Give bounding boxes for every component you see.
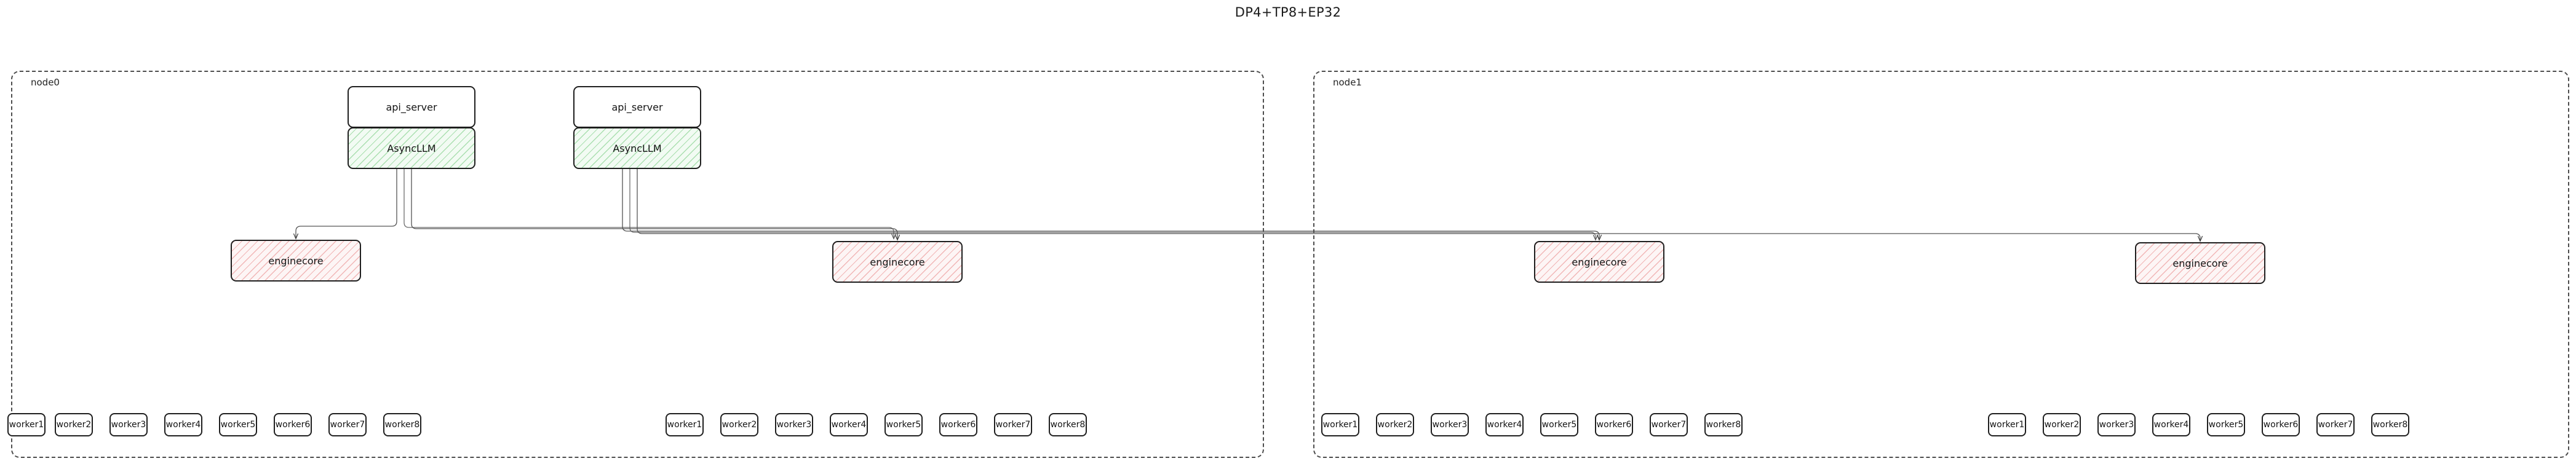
worker-box[interactable]: worker2 (55, 413, 93, 436)
worker-box[interactable]: worker5 (885, 413, 923, 436)
worker-label: worker6 (940, 420, 976, 430)
worker-label: worker3 (1432, 420, 1468, 430)
worker-label: worker3 (2099, 420, 2134, 430)
enginecore-box[interactable]: enginecore (832, 241, 963, 283)
worker-box[interactable]: worker1 (1321, 413, 1359, 436)
worker-box[interactable]: worker6 (274, 413, 312, 436)
enginecore-label: enginecore (870, 256, 925, 268)
worker-box[interactable]: worker6 (1595, 413, 1633, 436)
worker-label: worker6 (2263, 420, 2299, 430)
node-group-node1 (1313, 71, 2569, 458)
worker-box[interactable]: worker3 (775, 413, 813, 436)
worker-label: worker8 (384, 420, 420, 430)
worker-box[interactable]: worker4 (830, 413, 868, 436)
worker-label: worker5 (1541, 420, 1577, 430)
worker-box[interactable]: worker2 (720, 413, 758, 436)
worker-label: worker2 (722, 420, 757, 430)
worker-box[interactable]: worker3 (109, 413, 148, 436)
api-server-box[interactable]: api_server (573, 86, 701, 128)
worker-box[interactable]: worker5 (219, 413, 257, 436)
worker-label: worker1 (9, 420, 44, 430)
worker-box[interactable]: worker7 (994, 413, 1032, 436)
worker-box[interactable]: worker7 (1650, 413, 1688, 436)
worker-label: worker6 (275, 420, 311, 430)
worker-box[interactable]: worker4 (2152, 413, 2190, 436)
worker-box[interactable]: worker7 (2316, 413, 2355, 436)
node-label-node1: node1 (1333, 77, 1362, 88)
worker-label: worker3 (776, 420, 812, 430)
worker-label: worker8 (1050, 420, 1086, 430)
worker-label: worker2 (56, 420, 92, 430)
worker-box[interactable]: worker8 (2371, 413, 2409, 436)
worker-label: worker1 (667, 420, 702, 430)
worker-box[interactable]: worker3 (1431, 413, 1469, 436)
enginecore-label: enginecore (268, 254, 324, 267)
worker-box[interactable]: worker2 (2043, 413, 2081, 436)
api-server-box[interactable]: api_server (348, 86, 475, 128)
worker-label: worker1 (1989, 420, 2025, 430)
worker-label: worker5 (220, 420, 256, 430)
worker-label: worker6 (1596, 420, 1632, 430)
worker-label: worker8 (2372, 420, 2408, 430)
worker-label: worker7 (2318, 420, 2353, 430)
worker-box[interactable]: worker1 (666, 413, 704, 436)
enginecore-label: enginecore (2173, 257, 2228, 269)
worker-box[interactable]: worker2 (1376, 413, 1414, 436)
node-group-node0 (11, 71, 1264, 458)
asyncllm-box[interactable]: AsyncLLM (573, 127, 701, 169)
worker-box[interactable]: worker7 (328, 413, 367, 436)
worker-label: worker2 (2044, 420, 2080, 430)
worker-box[interactable]: worker8 (383, 413, 421, 436)
enginecore-label: enginecore (1572, 256, 1627, 268)
worker-label: worker1 (1322, 420, 1358, 430)
worker-label: worker7 (995, 420, 1031, 430)
worker-box[interactable]: worker1 (1988, 413, 2026, 436)
worker-box[interactable]: worker6 (939, 413, 977, 436)
page-title: DP4+TP8+EP32 (1234, 5, 1342, 20)
worker-label: worker3 (111, 420, 146, 430)
worker-label: worker4 (165, 420, 201, 430)
worker-box[interactable]: worker3 (2097, 413, 2136, 436)
worker-label: worker7 (1651, 420, 1687, 430)
worker-label: worker2 (1377, 420, 1413, 430)
worker-label: worker4 (831, 420, 867, 430)
enginecore-box[interactable]: enginecore (1534, 241, 1664, 283)
worker-label: worker4 (2153, 420, 2189, 430)
asyncllm-box[interactable]: AsyncLLM (348, 127, 475, 169)
worker-box[interactable]: worker1 (7, 413, 46, 436)
worker-box[interactable]: worker5 (2207, 413, 2245, 436)
node-label-node0: node0 (31, 77, 60, 88)
asyncllm-label: AsyncLLM (613, 142, 662, 154)
worker-label: worker8 (1706, 420, 1741, 430)
api-server-label: api_server (611, 101, 663, 113)
worker-label: worker7 (330, 420, 365, 430)
worker-box[interactable]: worker4 (164, 413, 202, 436)
enginecore-box[interactable]: enginecore (231, 240, 361, 282)
worker-box[interactable]: worker8 (1704, 413, 1743, 436)
enginecore-box[interactable]: enginecore (2135, 242, 2265, 284)
worker-box[interactable]: worker8 (1049, 413, 1087, 436)
worker-box[interactable]: worker6 (2262, 413, 2300, 436)
worker-box[interactable]: worker5 (1540, 413, 1578, 436)
worker-label: worker4 (1487, 420, 1522, 430)
api-server-label: api_server (386, 101, 437, 113)
asyncllm-label: AsyncLLM (387, 142, 436, 154)
worker-label: worker5 (2208, 420, 2244, 430)
worker-box[interactable]: worker4 (1485, 413, 1524, 436)
worker-label: worker5 (886, 420, 921, 430)
